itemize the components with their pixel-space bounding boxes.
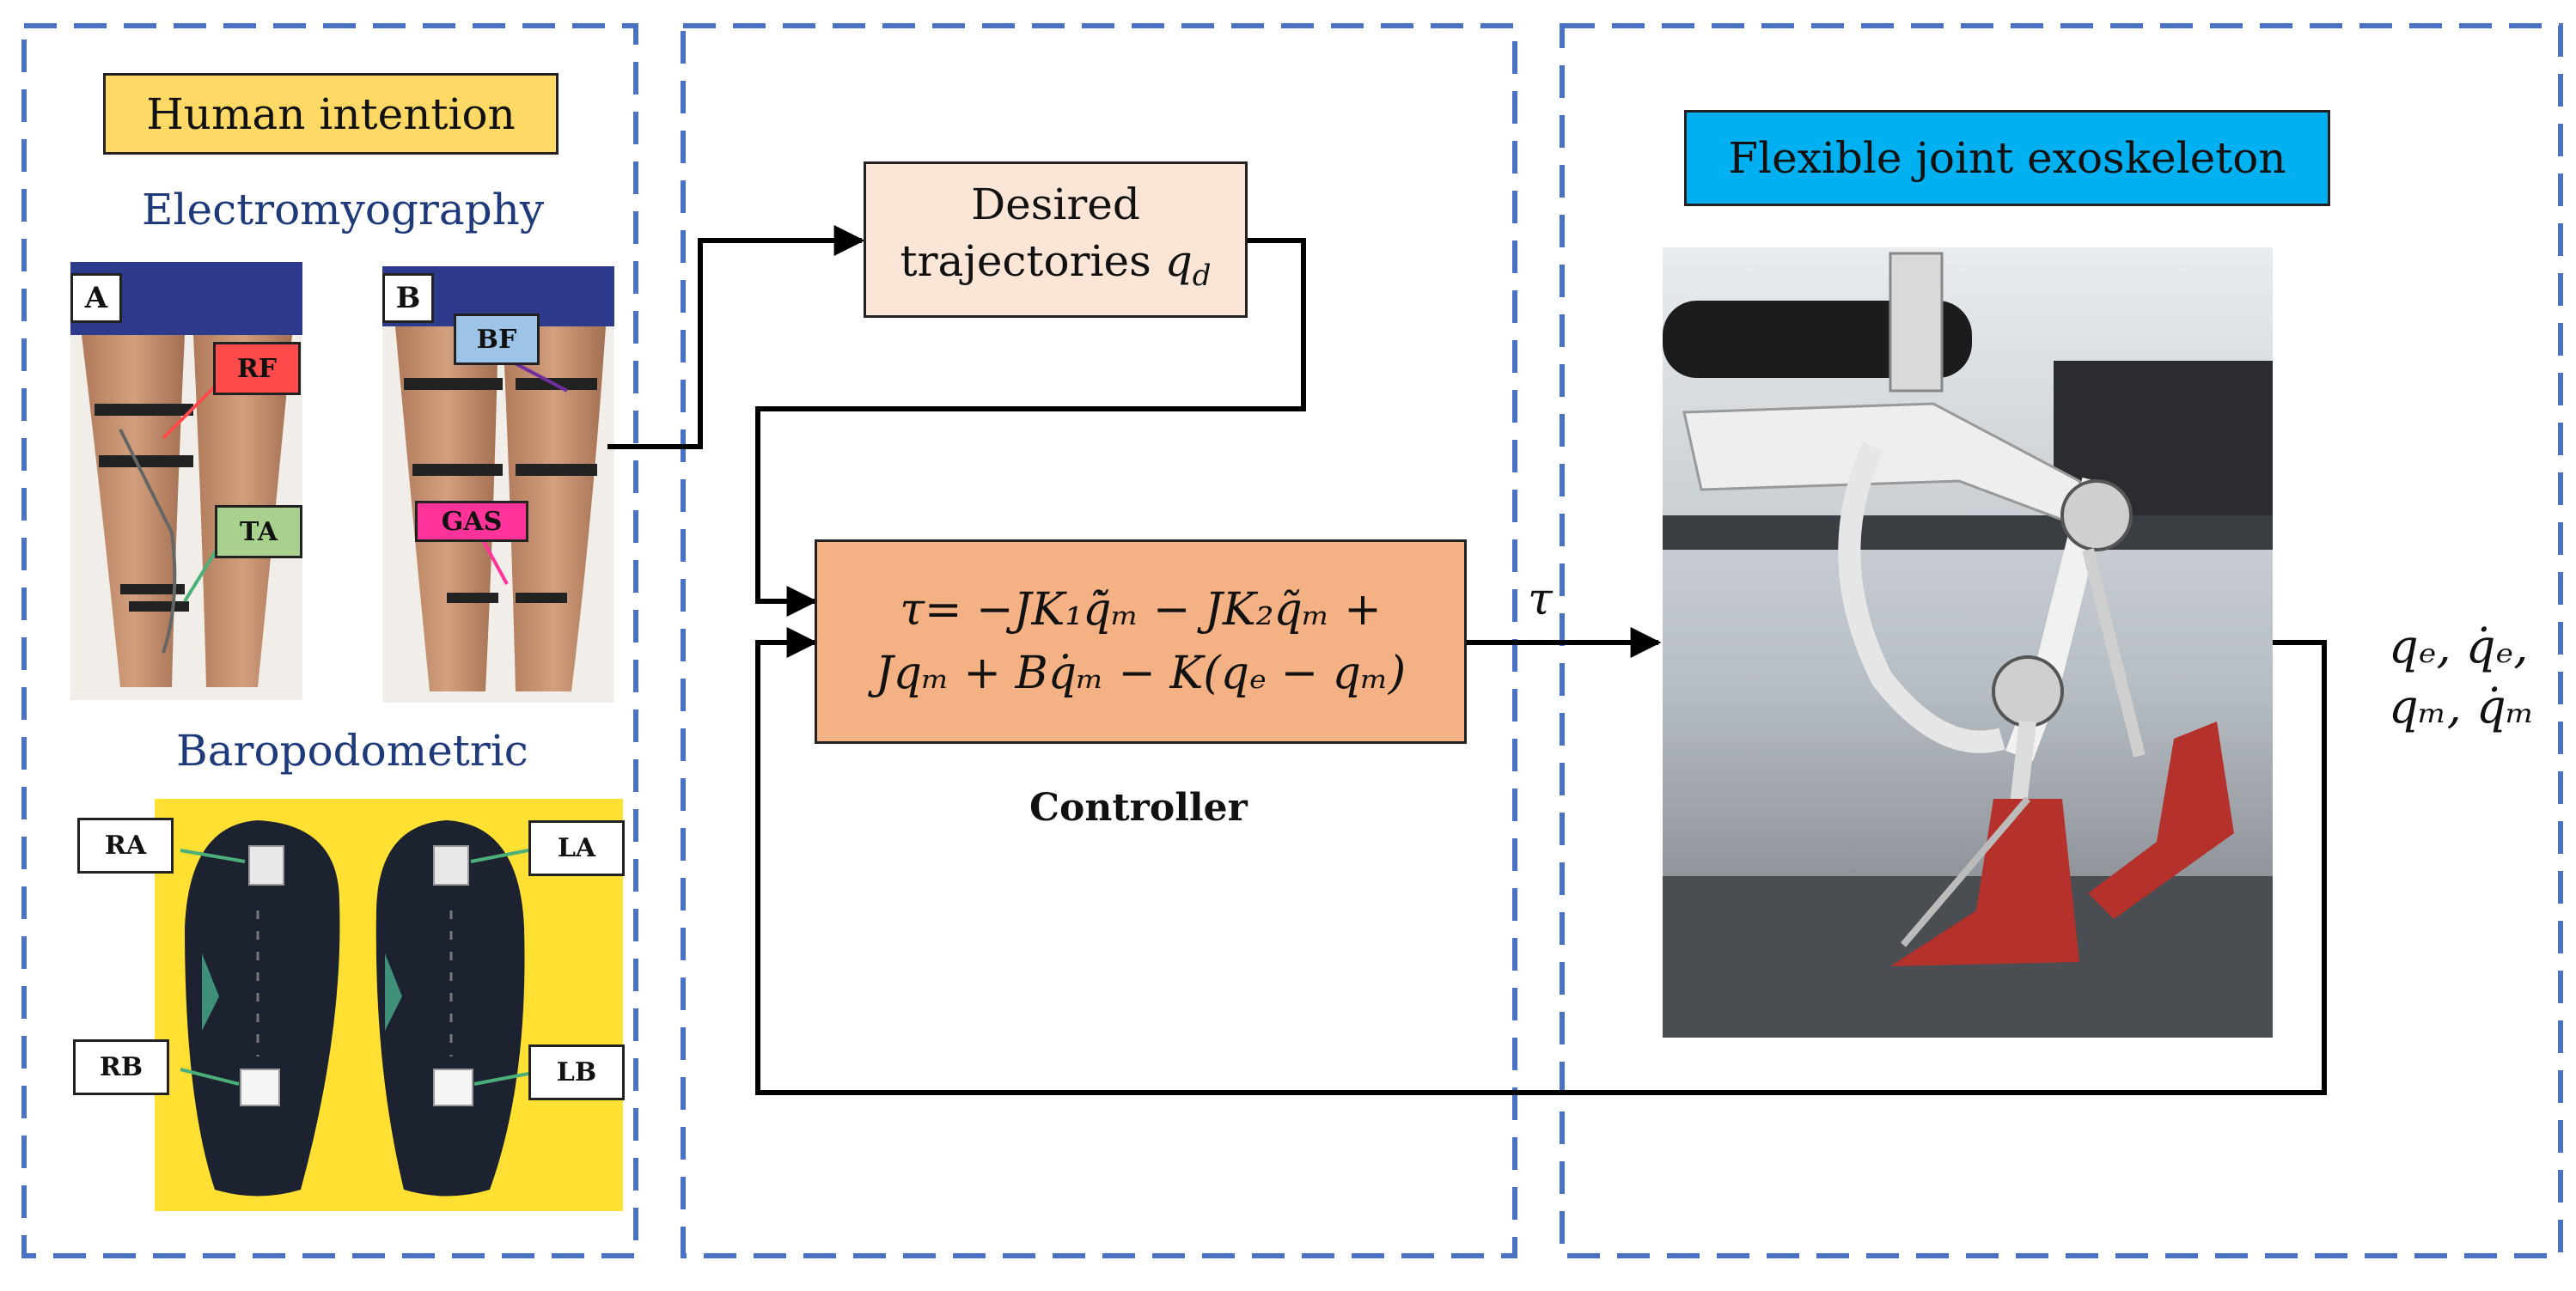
human-intention-title: Human intention — [103, 73, 559, 155]
control-law-block: τ= −JK₁q̃̇ₘ − JK₂q̃ₘ + Jqₘ + Bq̇ₘ − K(qₑ… — [815, 539, 1467, 744]
emg-to-desired-arrow — [607, 225, 865, 449]
sensor-label-ra: RA — [77, 818, 174, 874]
emg-heading: Electromyography — [142, 185, 545, 234]
exoskeleton-title: Flexible joint exoskeleton — [1684, 110, 2330, 206]
muscle-label-ta: TA — [215, 505, 302, 558]
state-output-label: qₑ, q̇ₑ, qₘ, q̇ₘ — [2389, 617, 2535, 737]
desired-symbol-subscript: d — [1192, 258, 1212, 293]
section-frame-intention — [21, 23, 638, 1258]
sensor-label-lb: LB — [528, 1044, 625, 1100]
control-law-line-2: Jqₘ + Bq̇ₘ − K(qₑ − qₘ) — [875, 648, 1407, 699]
torque-symbol: τ — [1528, 574, 1553, 625]
insole-photo — [155, 799, 623, 1211]
state-line-1: qₑ, q̇ₑ, — [2389, 619, 2529, 673]
sensor-label-la: LA — [528, 820, 625, 876]
desired-trajectories-block: Desired trajectories qd — [864, 161, 1248, 318]
muscle-label-gas: GAS — [415, 501, 528, 542]
control-law-line-1: τ= −JK₁q̃̇ₘ − JK₂q̃ₘ + — [900, 584, 1382, 636]
desired-symbol: qd — [1164, 235, 1212, 293]
sensor-label-rb: RB — [73, 1039, 169, 1095]
desired-to-controller-arrow — [755, 238, 1306, 617]
state-line-2: qₘ, q̇ₘ — [2389, 679, 2535, 734]
panel-label-a: A — [70, 273, 122, 323]
desired-line-1: Desired — [971, 179, 1140, 229]
desired-line-2-text: trajectories — [900, 235, 1151, 286]
desired-line-2: trajectories qd — [900, 233, 1212, 304]
muscle-label-rf: RF — [213, 342, 301, 395]
baropodometric-heading: Baropodometric — [176, 726, 528, 776]
exoskeleton-photo — [1663, 247, 2273, 1038]
controller-label: Controller — [1029, 786, 1248, 830]
panel-label-b: B — [382, 273, 434, 323]
state-feedback-arrow — [755, 627, 2327, 1095]
muscle-label-bf: BF — [454, 314, 540, 365]
emg-photo-a — [70, 262, 302, 700]
